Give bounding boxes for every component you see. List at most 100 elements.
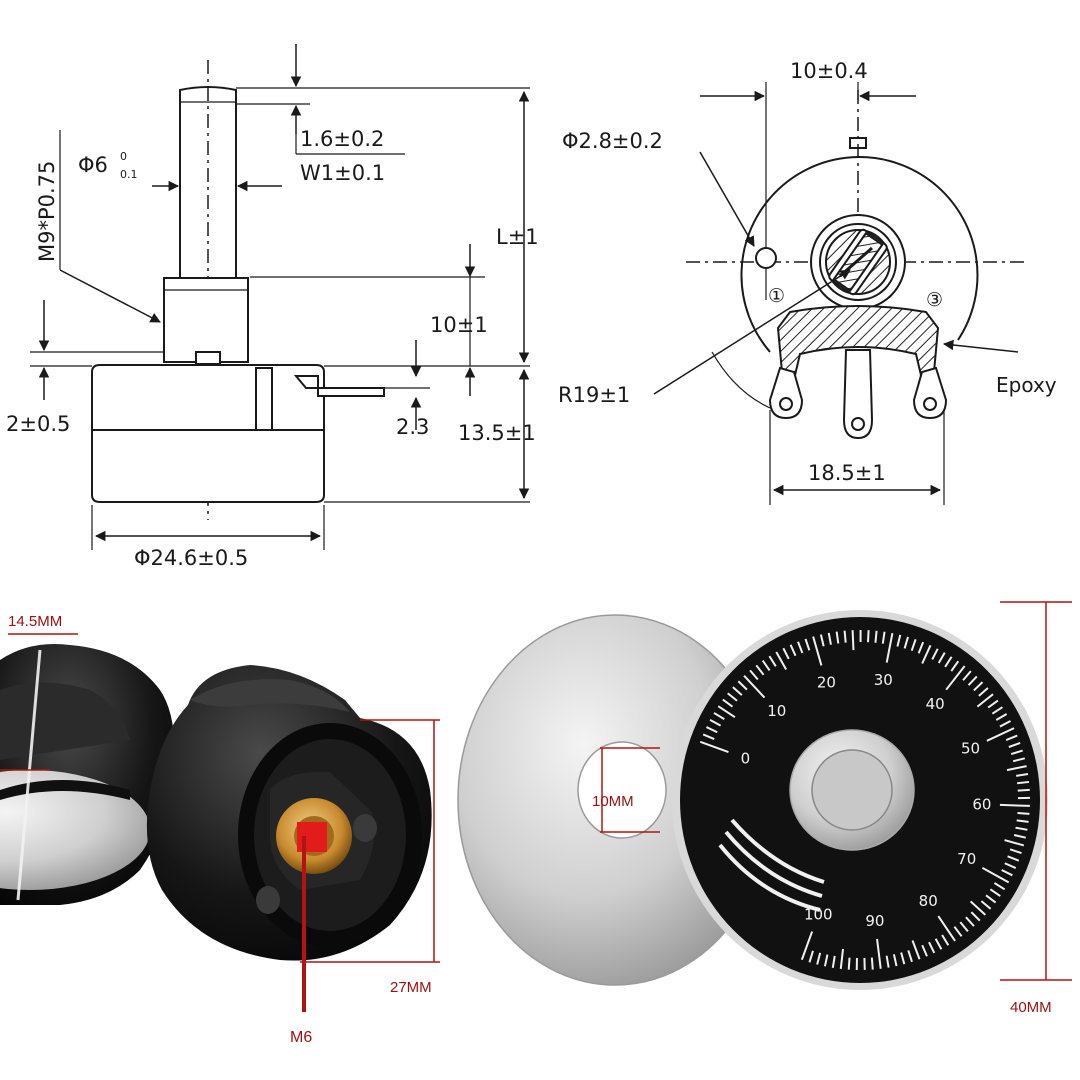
scale-tick xyxy=(978,687,989,697)
scale-label: 90 xyxy=(865,912,884,930)
scale-tick xyxy=(986,727,1015,742)
scale-tick xyxy=(993,882,1006,891)
scale-label: 40 xyxy=(926,695,945,713)
scale-tick xyxy=(1013,834,1026,839)
scale-tick xyxy=(921,644,932,664)
scale-tick xyxy=(910,639,917,652)
front-view-labels: 10±0.4 Φ2.8±0.2 R19±1 18.5±1 Epoxy ① ③ xyxy=(558,59,1057,485)
scale-tick xyxy=(962,670,972,681)
scale-tick xyxy=(991,706,1003,715)
scale-tick xyxy=(706,726,718,734)
scale-label: 20 xyxy=(817,674,836,692)
knob-dimension-lines xyxy=(0,633,440,1012)
scale-tick xyxy=(743,674,766,699)
knob-top-dim-label: 14.5MM xyxy=(8,613,62,630)
scale-tick xyxy=(937,915,956,942)
scale-tick xyxy=(804,638,811,651)
knob-thread-label: M6 xyxy=(290,1029,312,1046)
scale-label: 60 xyxy=(972,795,991,813)
scale-label: 10 xyxy=(767,702,786,720)
scale-tick xyxy=(1010,749,1023,756)
terminal-2 xyxy=(842,349,874,440)
scale-tick xyxy=(835,631,840,644)
terminal-1-marker: ① xyxy=(768,285,785,307)
silver-disc-hole xyxy=(577,741,667,839)
terminal-span-label: 18.5±1 xyxy=(808,461,886,485)
scale-tick xyxy=(965,916,975,927)
scale-tick xyxy=(941,934,950,946)
scale-tick xyxy=(808,950,814,963)
length-label: L±1 xyxy=(496,225,539,249)
epoxy-label: Epoxy xyxy=(996,373,1057,397)
scale-tick xyxy=(1012,757,1026,763)
scale-tick xyxy=(761,660,771,671)
scale-tick xyxy=(1001,869,1013,877)
scale-tick xyxy=(749,669,759,681)
shaft-tol-top: 0 xyxy=(120,150,127,163)
knob-left-partial xyxy=(0,644,175,905)
scale-tick xyxy=(907,950,913,963)
body-outline xyxy=(91,364,325,503)
scale-tick xyxy=(831,955,836,968)
scale-tick xyxy=(874,630,878,643)
dial-outer-dim-label: 40MM xyxy=(1010,999,1052,1016)
scale-tick xyxy=(903,636,909,649)
scale-label: 30 xyxy=(874,671,893,689)
thread-label: M9*P0.75 xyxy=(35,161,59,262)
scale-tick xyxy=(755,664,765,676)
pin-offset-label: 10±0.4 xyxy=(790,59,868,83)
scale-tick xyxy=(816,952,822,965)
scale-tick xyxy=(843,630,847,643)
body-height-label: 13.5±1 xyxy=(458,421,536,445)
scale-tick xyxy=(870,957,874,970)
scale-tick xyxy=(797,641,804,654)
scale-tick xyxy=(1017,811,1030,815)
knob-main xyxy=(146,665,432,961)
scale-tick xyxy=(876,938,882,969)
scale-tick xyxy=(945,665,966,691)
scale-tick xyxy=(917,641,925,654)
scale-tick xyxy=(881,631,886,644)
scale-tick xyxy=(892,954,898,967)
terminal-height-label: 2.3 xyxy=(396,415,429,439)
scale-tick xyxy=(775,651,788,670)
scale-tick xyxy=(944,656,953,668)
scale-tick xyxy=(1009,848,1022,855)
scale-tick xyxy=(789,644,797,657)
dial-center-hole xyxy=(811,749,893,831)
scale-tick xyxy=(999,720,1011,728)
radius-label: R19±1 xyxy=(558,383,630,407)
scale-label: 0 xyxy=(741,749,751,767)
terminal-3 xyxy=(912,366,948,420)
scale-tick xyxy=(1015,826,1028,831)
scale-tick xyxy=(970,911,981,922)
scale-tick xyxy=(981,866,1010,884)
knob-height-dim-label: 27MM xyxy=(390,979,432,996)
scale-label: 70 xyxy=(957,850,976,868)
scale-tick xyxy=(812,636,823,666)
scale-tick xyxy=(800,931,814,961)
scale-tick xyxy=(950,660,960,672)
side-view-labels: 1.6±0.2 W1±0.1 Φ6 0 0.1 M9*P0.75 L±1 10±… xyxy=(6,127,539,570)
scale-tick xyxy=(989,888,1001,897)
front-view-drawing xyxy=(653,82,1028,505)
scale-ticks xyxy=(699,629,1030,970)
scale-tick xyxy=(827,632,832,645)
epoxy-terminal-block xyxy=(776,305,940,391)
flat-depth-label: 1.6±0.2 xyxy=(300,127,384,151)
scale-tick xyxy=(980,900,992,910)
scale-tick xyxy=(921,944,928,957)
scale-tick xyxy=(717,705,736,719)
scale-tick xyxy=(987,699,999,709)
bushing-length-label: 10±1 xyxy=(430,313,488,337)
scale-tick xyxy=(1004,839,1025,847)
scale-tick xyxy=(900,952,906,965)
scale-tick xyxy=(885,955,890,968)
side-view-drawing xyxy=(30,44,530,550)
scale-tick xyxy=(985,894,997,904)
body-gap-label: 2±0.5 xyxy=(6,412,70,436)
knob-photo: 14.5MM 27MM M6 xyxy=(0,613,440,1046)
scale-tick xyxy=(1017,788,1030,792)
dial-hole-dim-label: 10MM xyxy=(592,793,634,810)
